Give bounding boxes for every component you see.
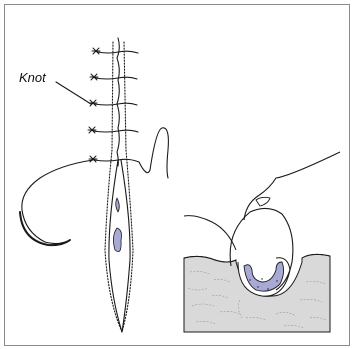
suture-loop-5 (94, 159, 139, 162)
suture-needle-cross-section (184, 152, 340, 332)
needle-tip (256, 197, 270, 206)
knot-icon (88, 127, 96, 133)
thread-left-arc (184, 216, 236, 250)
curved-needle (20, 212, 70, 245)
thread-tail (139, 128, 168, 178)
running-thread (117, 38, 119, 166)
knot-leader-line (56, 82, 91, 104)
knot-icon (92, 48, 100, 54)
suture-loop-3 (94, 103, 137, 105)
knot-label: Knot (19, 71, 46, 84)
suture-loop-4 (93, 130, 138, 132)
wound-tissue-upper (116, 198, 120, 212)
wound-tissue-lower (113, 228, 121, 252)
needle-thread (22, 160, 93, 244)
knot-icon (89, 156, 97, 162)
needle-thread-cross-section (244, 152, 340, 220)
knot-icon (90, 74, 98, 80)
suture-loop-1 (97, 51, 138, 53)
suture-loop-2 (95, 77, 137, 79)
